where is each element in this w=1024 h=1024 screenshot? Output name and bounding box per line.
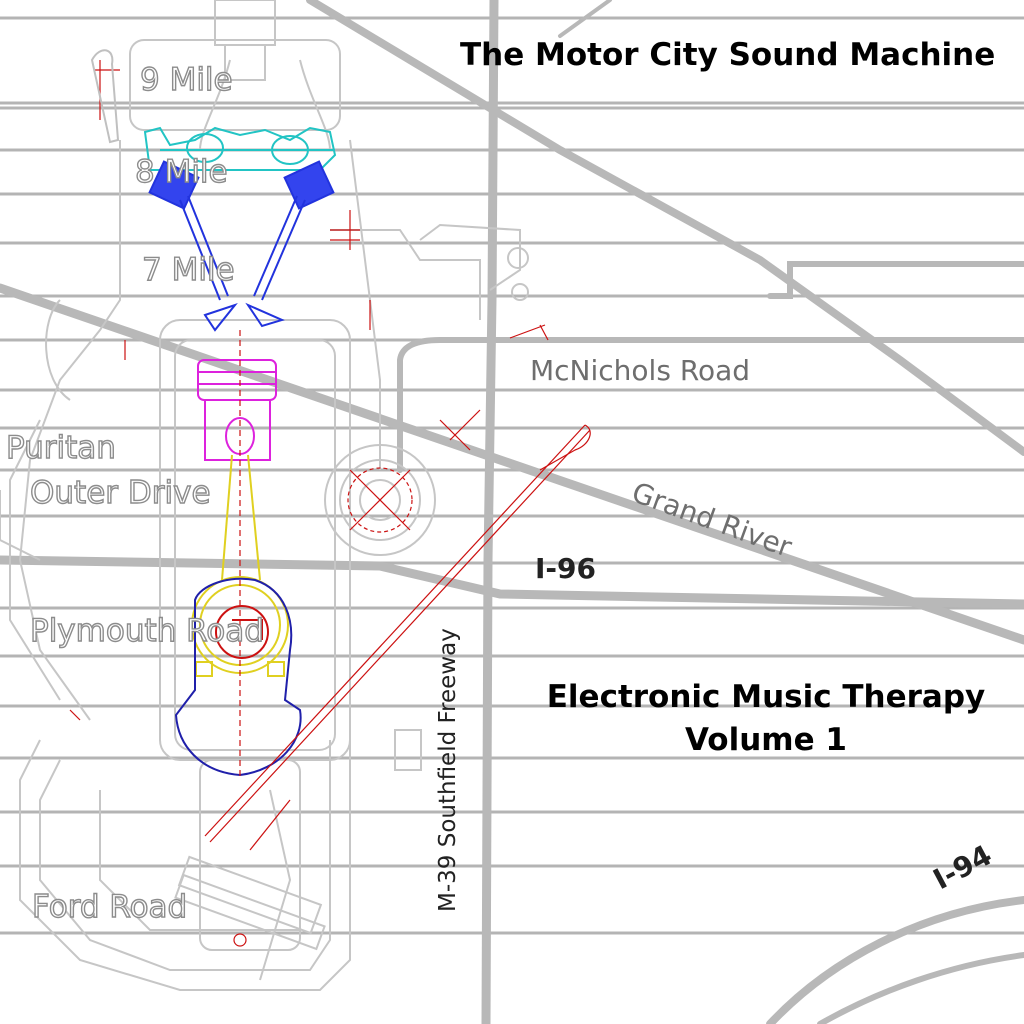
road-label-ford: Ford Road <box>32 889 187 925</box>
road-label-grand-river: Grand River <box>628 476 797 564</box>
road-label-8-mile: 8 Mile <box>135 154 228 190</box>
highway-label-m39: M-39 Southfield Freeway <box>435 628 461 912</box>
album-title: The Motor City Sound Machine <box>460 37 995 73</box>
road-label-plymouth: Plymouth Road <box>30 613 264 649</box>
album-subtitle-line2: Volume 1 <box>685 722 847 758</box>
road-label-9-mile: 9 Mile <box>140 62 233 98</box>
bolt-icon <box>90 49 120 144</box>
highway-label-i94: I-94 <box>928 838 997 896</box>
highway-label-i96: I-96 <box>535 552 596 585</box>
red-construction-lines <box>69 60 591 947</box>
album-subtitle-line1: Electronic Music Therapy <box>547 679 985 715</box>
road-labels: 9 Mile 8 Mile 7 Mile McNichols Road Puri… <box>5 61 797 925</box>
road-label-mcnichols: McNichols Road <box>530 354 750 387</box>
engine-outline <box>0 0 529 991</box>
road-label-7-mile: 7 Mile <box>142 252 235 288</box>
crankshaft <box>174 577 302 777</box>
road-label-puritan: Puritan <box>6 430 116 466</box>
valves <box>148 160 335 332</box>
road-label-outer-drive: Outer Drive <box>30 475 211 511</box>
horizontal-roads <box>0 16 1024 935</box>
